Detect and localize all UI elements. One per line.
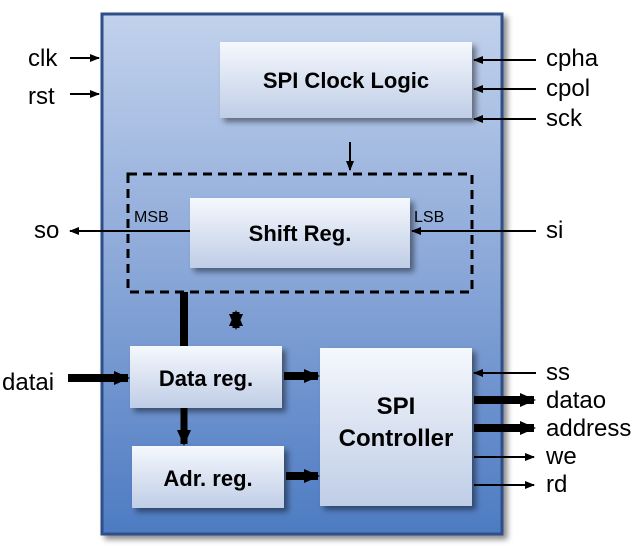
si-label: si [546,217,563,244]
so-label: so [34,217,59,244]
spi-controller-block [320,348,472,506]
spi-controller-label-line2: Controller [339,425,454,452]
datai-label: datai [2,369,54,396]
rst-label: rst [28,83,55,110]
we-label: we [545,443,577,470]
adr-reg-block [132,446,284,508]
lsb-label: LSB [414,209,444,226]
cpol-label: cpol [546,75,590,102]
spi-clock-logic-label: SPI Clock Logic [263,68,429,93]
msb-label: MSB [134,209,169,226]
ss-label: ss [546,359,570,386]
rd-label: rd [546,471,567,498]
clk-label: clk [28,45,58,72]
address-label: address [546,415,631,442]
data-reg-label: Data reg. [159,366,253,391]
data-reg-block [130,346,282,408]
sck-label: sck [546,105,583,132]
datao-label: datao [546,387,606,414]
spi-clock-logic-block [220,42,472,118]
adr-reg-label: Adr. reg. [163,466,252,491]
shift-reg-label: Shift Reg. [249,221,352,246]
shift-register-enclosure [126,172,474,294]
spi-controller-label-line1: SPI [377,393,416,420]
shift-reg-block [190,198,410,268]
cpha-label: cpha [546,45,599,72]
